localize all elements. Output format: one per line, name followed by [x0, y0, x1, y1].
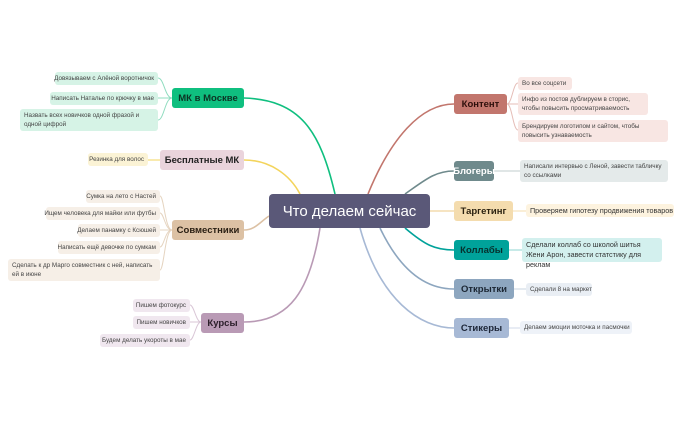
leaf-bloggers-1[interactable]: Написали интервью с Леной, завести табли…	[520, 160, 668, 182]
leaf-partners-4[interactable]: Написать ещё девочке по сумкам	[58, 241, 160, 254]
node-free-mk[interactable]: Бесплатные МК	[160, 150, 244, 170]
leaf-collabs-1[interactable]: Сделали коллаб со школой шитья Жени Арон…	[522, 238, 662, 269]
leaf-content-1[interactable]: Во все соцсети	[518, 77, 572, 90]
connector-courses	[243, 227, 321, 323]
connector-collabs	[404, 227, 455, 251]
leaf-postcards-1[interactable]: Сделали 8 на маркет	[526, 283, 592, 296]
leaf-partners-3[interactable]: Делаем панамку с Ксюшей	[77, 224, 160, 237]
leaf-mk-moscow-3[interactable]: Назвать всех новичков одной фразой и одн…	[20, 109, 158, 131]
node-mk-moscow[interactable]: МК в Москве	[172, 88, 244, 108]
connector-bloggers	[404, 170, 455, 195]
leaf-content-2[interactable]: Инфо из постов дублируем в сторис, чтобы…	[518, 93, 648, 115]
leaf-courses-2[interactable]: Пишем новичков	[133, 316, 190, 329]
connector-partners	[243, 215, 270, 231]
node-courses[interactable]: Курсы	[201, 313, 244, 333]
node-stickers[interactable]: Стикеры	[454, 318, 509, 338]
leaf-partners-5[interactable]: Сделать к др Марго совместник с ней, нап…	[8, 259, 160, 281]
leaf-mk-moscow-1[interactable]: Довязываем с Алёной воротничок	[54, 72, 158, 85]
node-collabs[interactable]: Коллабы	[454, 240, 509, 260]
leaf-partners-2[interactable]: Ищем человека для майки или футбы	[44, 207, 160, 220]
leaf-courses-3[interactable]: Будем делать укороты в мае	[100, 334, 190, 347]
connector-content	[367, 103, 455, 195]
leaf-free-mk-1[interactable]: Резинка для волос	[88, 153, 148, 166]
node-bloggers[interactable]: Блогеры	[453, 161, 495, 181]
connector-postcards	[379, 227, 455, 290]
central-topic[interactable]: Что делаем сейчас	[269, 194, 430, 228]
leaf-courses-1[interactable]: Пишем фотокурс	[133, 299, 190, 312]
leaf-partners-1[interactable]: Сумка на лето с Настей	[86, 190, 160, 203]
connector-free-mk	[243, 159, 301, 195]
leaf-stickers-1[interactable]: Делаем эмоции моточка и пасмочки	[520, 321, 632, 334]
leaf-targeting-1[interactable]: Проверяем гипотезу продвижения товаров	[526, 204, 674, 217]
node-content[interactable]: Контент	[454, 94, 507, 114]
leaf-content-3[interactable]: Брендируем логотипом и сайтом, чтобы пов…	[518, 120, 668, 142]
connector-stickers	[359, 227, 455, 329]
connector-mk-moscow	[243, 97, 336, 195]
node-targeting[interactable]: Таргетинг	[454, 201, 513, 221]
node-partners[interactable]: Совместники	[172, 220, 244, 240]
leaf-mk-moscow-2[interactable]: Написать Наталье по крючку в мае	[50, 92, 158, 105]
node-postcards[interactable]: Открытки	[454, 279, 514, 299]
